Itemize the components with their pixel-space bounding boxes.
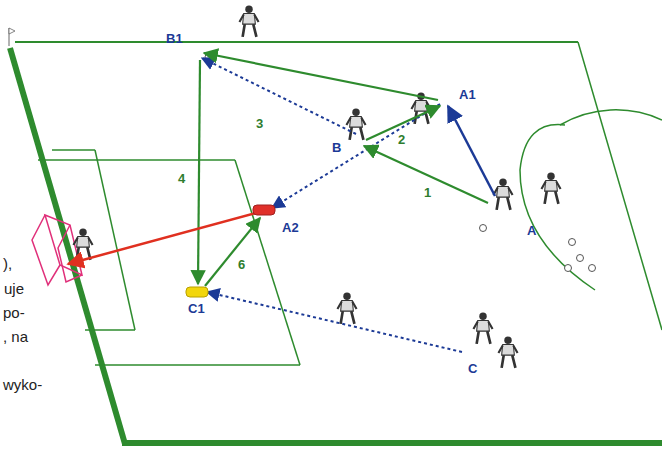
position-label: A (527, 224, 536, 237)
position-label: C1 (188, 302, 205, 315)
position-label: A1 (459, 88, 476, 101)
text-fragment: wyko- (3, 377, 42, 392)
pitch-lines (10, 42, 662, 444)
position-label: B1 (166, 32, 183, 45)
cones (186, 205, 275, 297)
text-fragment: po- (3, 305, 25, 320)
pass-number: 4 (178, 172, 185, 185)
corner-flag (9, 28, 15, 46)
pass-number: 2 (398, 133, 405, 146)
players (73, 6, 560, 368)
text-fragment: , na (3, 329, 28, 344)
shot-arrow (68, 213, 256, 264)
text-fragment: uje (4, 281, 24, 296)
goal (32, 215, 82, 285)
dribble-run (448, 106, 495, 196)
pass-number: 1 (424, 186, 431, 199)
passes (198, 53, 488, 286)
position-label: C (468, 362, 477, 375)
balls (205, 54, 596, 272)
pass-number: 6 (238, 258, 245, 271)
player-runs (202, 58, 462, 352)
text-fragment: ), (3, 256, 12, 271)
position-label: A2 (282, 221, 299, 234)
pass-number: 3 (256, 117, 263, 130)
position-label: B (332, 141, 341, 154)
